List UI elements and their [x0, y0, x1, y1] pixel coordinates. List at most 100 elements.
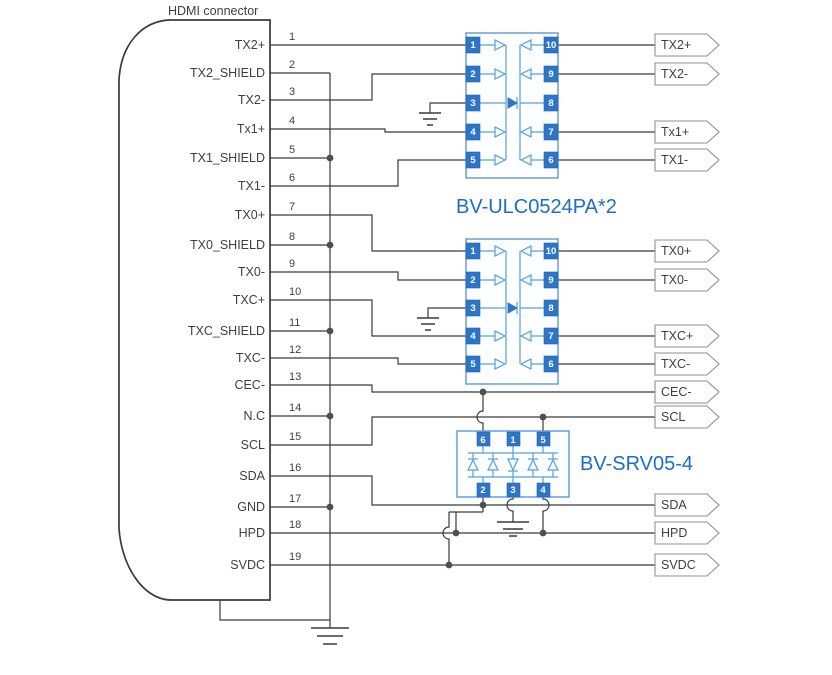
- output-tag-tx1-plus: Tx1+: [654, 120, 720, 144]
- junction-dot: [326, 154, 334, 162]
- pin-box: [543, 123, 559, 141]
- diode-icon: [494, 39, 507, 51]
- pin-label: TX1-: [238, 179, 265, 193]
- shield-ground-bus: [219, 73, 331, 621]
- pin-box: [536, 482, 551, 498]
- pin-box: [476, 482, 491, 498]
- tag-shape: [654, 268, 720, 292]
- pin-box-number: 5: [470, 359, 476, 370]
- junction-dot: [326, 327, 334, 335]
- diode-icon: [547, 458, 559, 471]
- signal-wires: [219, 44, 655, 621]
- junction-dot: [479, 501, 487, 509]
- ic-esd-array-1: 1 2 3 4 5 10 9 8 7 6: [465, 32, 559, 179]
- pin-number: 5: [289, 144, 295, 156]
- wire-tx1-plus: [270, 128, 466, 133]
- pin-label: TX0+: [235, 208, 265, 222]
- pin-box: [506, 431, 521, 447]
- pin-box-number: 4: [470, 331, 476, 342]
- tag-shape: [654, 120, 720, 144]
- diode-icon: [494, 274, 507, 286]
- connector-body: [118, 19, 271, 601]
- tag-label: TX2+: [661, 38, 691, 52]
- output-tag-txc-plus: TXC+: [654, 324, 720, 348]
- junction-dot: [539, 529, 547, 537]
- output-tags: TX2+ TX2- Tx1+ TX1- TX0+ TX0- TXC+ TXC-: [654, 33, 720, 577]
- pin-box: [465, 242, 481, 260]
- pin-label: TXC_SHIELD: [188, 324, 265, 338]
- pin-number: 14: [289, 402, 301, 414]
- output-tag-sda: SDA: [654, 493, 720, 517]
- output-tag-svdc: SVDC: [654, 553, 720, 577]
- tag-shape: [654, 62, 720, 86]
- tag-shape: [654, 380, 720, 404]
- wire-tx1-minus: [270, 159, 466, 187]
- zener-diode-icon: [507, 97, 519, 109]
- pin-box: [536, 431, 551, 447]
- pin-label: GND: [237, 500, 265, 514]
- tag-shape: [654, 239, 720, 263]
- tag-label: CEC-: [661, 385, 692, 399]
- tag-shape: [654, 148, 720, 172]
- wire-cec-to-srv: [476, 392, 484, 431]
- output-wires: [558, 44, 655, 365]
- diode-icon: [519, 126, 532, 138]
- wire-srv-to-svdc: [442, 512, 450, 565]
- pin-box: [465, 271, 481, 289]
- pin-box: [543, 271, 559, 289]
- output-tag-tx0-plus: TX0+: [654, 239, 720, 263]
- tag-shape: [654, 521, 720, 545]
- diode-icon: [494, 358, 507, 370]
- diode-icon: [494, 68, 507, 80]
- diode-icon: [519, 330, 532, 342]
- pin-box: [543, 299, 559, 317]
- pin-box-number: 10: [546, 40, 557, 51]
- diode-icon: [494, 154, 507, 166]
- wire-srv-to-ground: [506, 497, 514, 522]
- connector-title: HDMI connector: [168, 4, 258, 18]
- wire-txc-minus: [270, 357, 466, 365]
- pin-number: 11: [289, 317, 300, 329]
- junction-dot: [539, 413, 547, 421]
- pin-box-number: 9: [548, 69, 553, 80]
- pin-number: 4: [289, 115, 295, 127]
- hdmi-connector-outline: [118, 19, 271, 601]
- connector-pin-labels: TX2+ TX2_SHIELD TX2- Tx1+ TX1_SHIELD TX1…: [188, 38, 266, 572]
- output-tag-tx2-minus: TX2-: [654, 62, 720, 86]
- pin-box: [506, 482, 521, 498]
- pin-stubs: [482, 446, 544, 483]
- pin-number: 3: [289, 86, 295, 98]
- pin-box-number: 2: [480, 485, 485, 496]
- pin-number: 13: [289, 371, 301, 383]
- pin-box: [465, 65, 481, 83]
- pin-label: TX2-: [238, 93, 265, 107]
- wire-srv-right-to-hpd: [542, 497, 550, 533]
- tag-label: Tx1+: [661, 125, 689, 139]
- pin-box-number: 3: [510, 485, 515, 496]
- tag-label: TXC+: [661, 329, 693, 343]
- pin-box: [465, 94, 481, 112]
- pin-label: TX0_SHIELD: [190, 238, 265, 252]
- junction-dot: [326, 241, 334, 249]
- diode-icon: [467, 458, 479, 471]
- diode-icon: [487, 458, 499, 471]
- ic1-pin-boxes: 1 2 3 4 5 10 9 8 7 6: [465, 36, 559, 169]
- diode-icon: [519, 154, 532, 166]
- pin-number: 2: [289, 59, 295, 71]
- tag-label: SVDC: [661, 558, 696, 572]
- ground-icon: [311, 627, 349, 645]
- pin-box: [543, 151, 559, 169]
- pin-box: [543, 36, 559, 54]
- wire-ic1-gnd: [429, 102, 466, 113]
- pin-number: 6: [289, 172, 295, 184]
- pin-box-number: 3: [470, 98, 475, 109]
- pin-number: 8: [289, 231, 295, 243]
- diode-icon: [519, 274, 532, 286]
- output-tag-hpd: HPD: [654, 521, 720, 545]
- junction-dot: [479, 388, 487, 396]
- tag-label: TX2-: [661, 67, 688, 81]
- pin-number: 15: [289, 431, 301, 443]
- output-tag-tx0-minus: TX0-: [654, 268, 720, 292]
- pin-box: [543, 355, 559, 373]
